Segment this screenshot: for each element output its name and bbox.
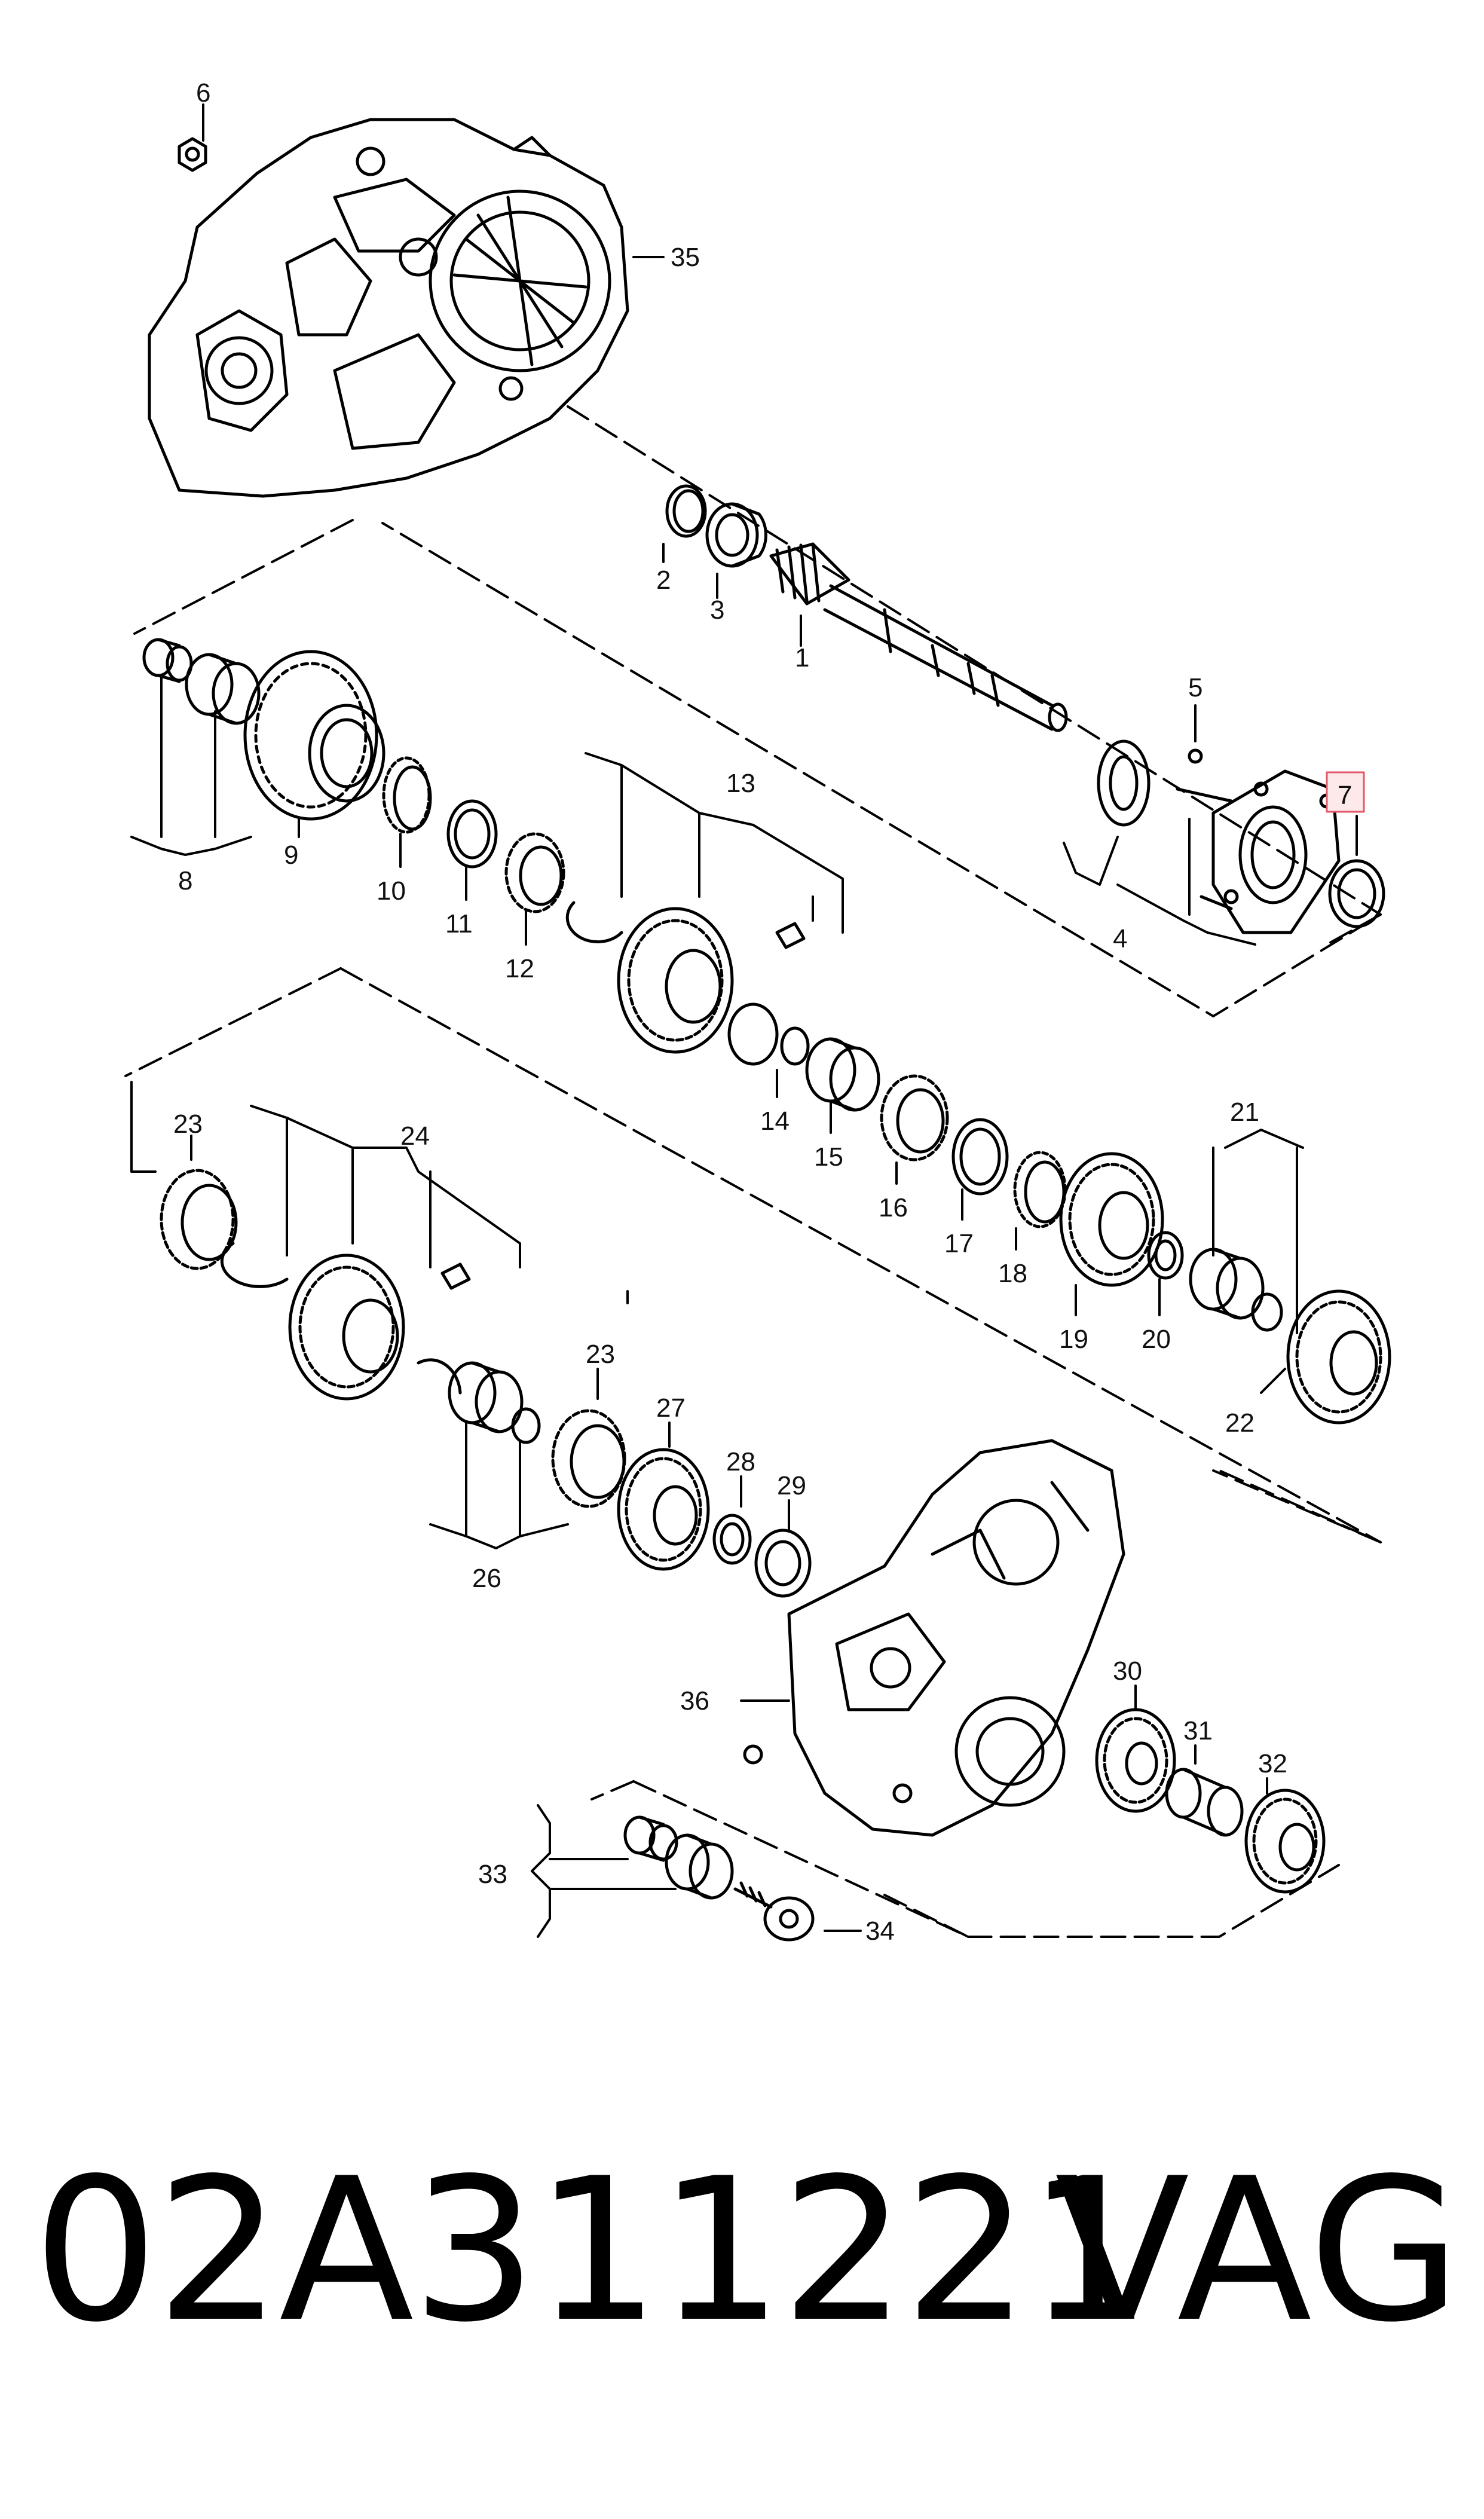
callout-33: 33	[478, 1860, 507, 1889]
gear-30	[1095, 1708, 1176, 1813]
gear-22	[1286, 1289, 1391, 1424]
callout-8: 8	[178, 866, 192, 895]
callout-34: 34	[865, 1916, 895, 1946]
callout-30: 30	[1113, 1656, 1142, 1686]
seal-7	[1328, 859, 1385, 928]
callout-7: 7	[1338, 781, 1352, 810]
sleeve-31	[1165, 1768, 1244, 1837]
callout-19: 19	[1059, 1325, 1088, 1354]
synchro-ring-23a	[160, 1169, 238, 1270]
callout-31: 31	[1183, 1716, 1213, 1745]
bearing-4	[1097, 739, 1151, 827]
dashed-frame-middle	[124, 967, 1382, 1543]
callout-35: 35	[671, 243, 700, 272]
callout-2: 2	[656, 565, 671, 595]
nut-6	[178, 137, 207, 172]
callout-32: 32	[1258, 1749, 1287, 1778]
callout-11: 11	[445, 909, 473, 938]
callout-22: 22	[1225, 1408, 1254, 1438]
callout-17: 17	[944, 1229, 974, 1258]
part-number: 02A311221	[33, 2136, 1152, 2365]
callout-6: 6	[196, 78, 210, 108]
callout-5: 5	[1188, 673, 1203, 702]
synchro-ring-10	[382, 756, 432, 834]
needle-bearing-8b	[185, 653, 261, 725]
callout-10: 10	[377, 876, 406, 906]
callout-24: 24	[400, 1121, 430, 1151]
stud-5	[1176, 748, 1233, 910]
callout-28: 28	[726, 1447, 755, 1476]
synchro-hub-24	[220, 1242, 471, 1401]
gear-32	[1244, 1789, 1326, 1894]
callout-7-highlight	[1326, 771, 1365, 813]
callout-labels: 6 35 2 3 1 5 7 4 8 9 10 11 12 13 14 15 1…	[173, 78, 1352, 1946]
bolt-34	[733, 1881, 815, 1942]
washer-28	[712, 1514, 752, 1565]
needle-bearing-26	[448, 1361, 541, 1444]
needle-bearing-21	[1189, 1248, 1283, 1332]
synchro-ring-12	[504, 832, 565, 913]
callout-12: 12	[505, 954, 534, 983]
callout-20: 20	[1142, 1325, 1171, 1354]
gear-27	[617, 1448, 710, 1571]
bushing-33	[623, 1815, 734, 1900]
needle-bearing-14-15	[805, 1037, 880, 1112]
callout-3: 3	[710, 595, 724, 625]
brand-name: VAG	[1054, 2136, 1461, 2365]
callout-26: 26	[472, 1564, 501, 1593]
circlip-2	[665, 484, 707, 538]
leader-lines	[130, 103, 1358, 1938]
bushing-8a	[142, 638, 193, 683]
callout-4: 4	[1113, 924, 1127, 953]
synchro-hub-13	[565, 901, 810, 1066]
callout-21: 21	[1230, 1098, 1259, 1127]
transmission-housing-lower	[743, 1439, 1125, 1837]
callout-18: 18	[998, 1259, 1027, 1288]
callout-29: 29	[777, 1471, 806, 1500]
synchro-ring-16	[880, 1074, 949, 1161]
callout-1: 1	[795, 643, 809, 672]
synchro-ring-23b	[551, 1409, 626, 1508]
input-shaft-1	[769, 542, 1068, 732]
callout-16: 16	[879, 1193, 908, 1222]
callout-13: 13	[726, 769, 755, 798]
callout-23b: 23	[586, 1340, 615, 1369]
ring-17	[951, 1118, 1009, 1196]
synchro-ring-18	[1013, 1151, 1067, 1228]
ring-11	[446, 799, 498, 869]
callout-36: 36	[680, 1686, 709, 1716]
callout-14: 14	[760, 1106, 790, 1136]
gear-19	[1059, 1152, 1164, 1287]
callout-9: 9	[284, 840, 298, 870]
callout-27: 27	[656, 1393, 686, 1423]
washer-20	[1147, 1231, 1184, 1280]
bearing-29	[754, 1528, 812, 1598]
exploded-gearbox-diagram: 6 35 2 3 1 5 7 4 8 9 10 11 12 13 14 15 1…	[124, 78, 1391, 1946]
dashed-frame-lower	[590, 1780, 1340, 1938]
bearing-race-3	[705, 502, 767, 568]
callout-15: 15	[814, 1142, 843, 1172]
gear-9	[243, 650, 385, 821]
transmission-housing-upper	[148, 118, 629, 498]
callout-23a: 23	[173, 1109, 203, 1139]
